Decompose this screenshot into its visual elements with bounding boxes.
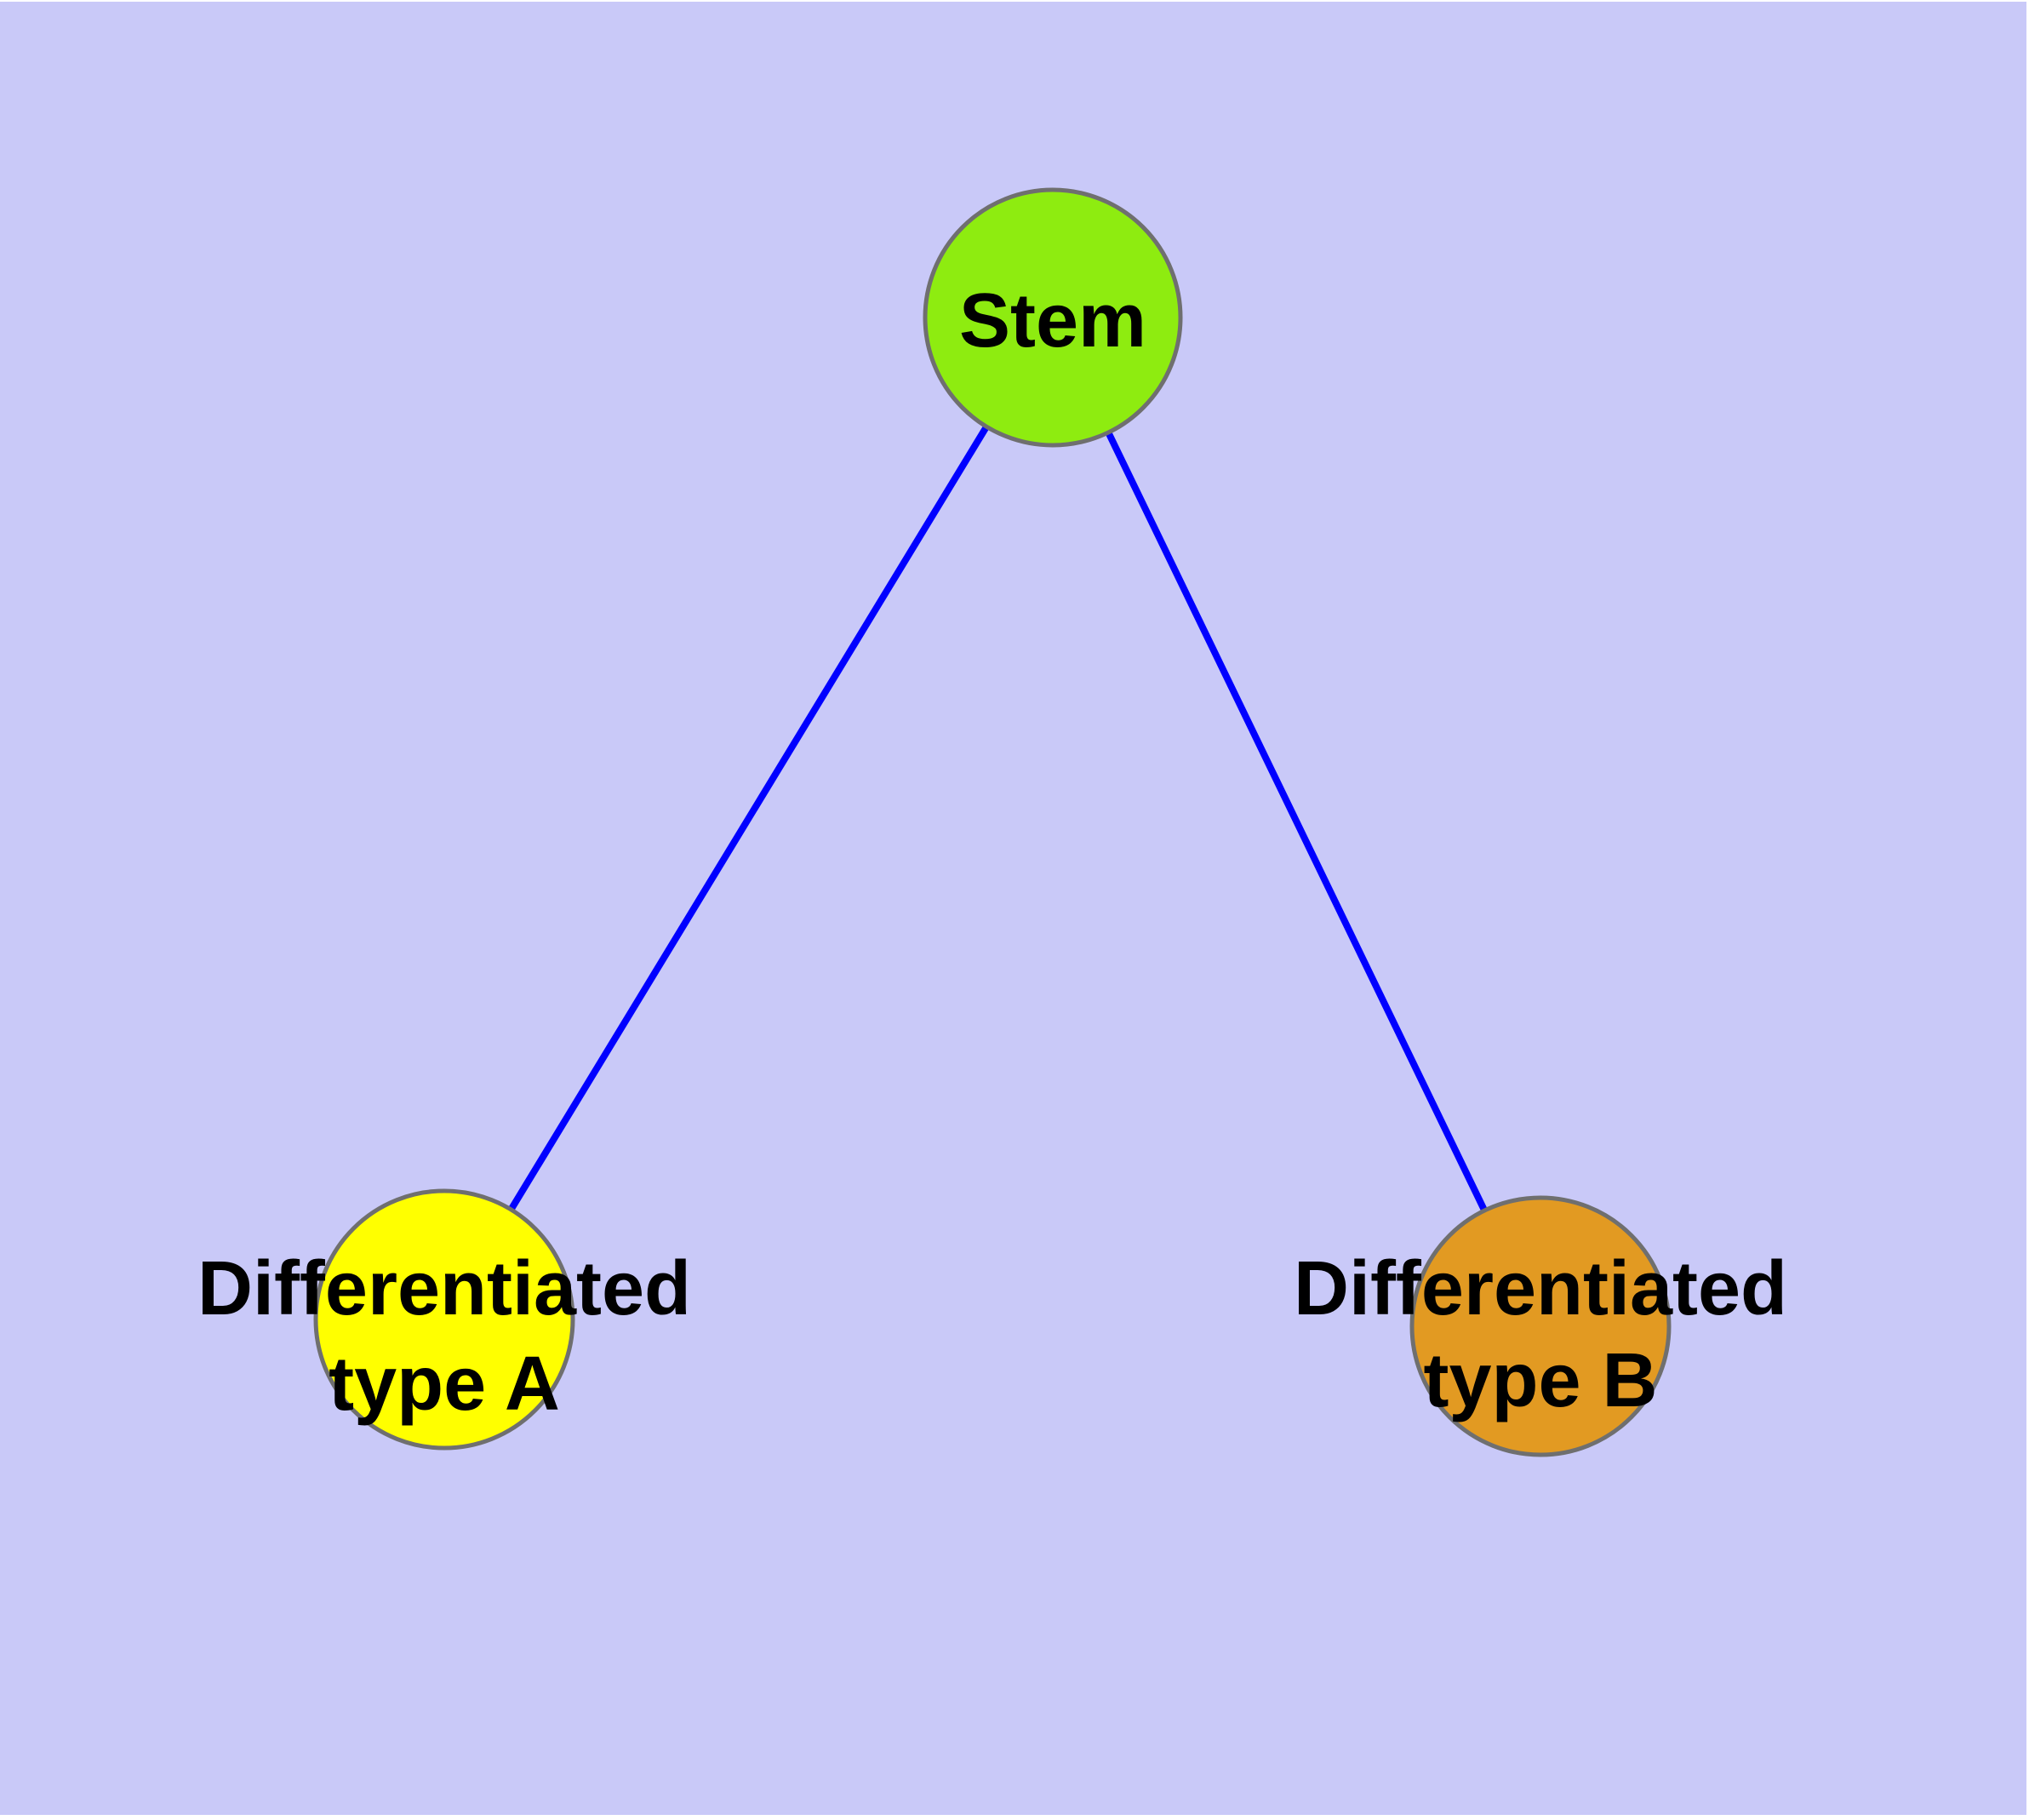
node-differentiated-type-a-label-line1: Differentiated — [197, 1246, 691, 1331]
node-differentiated-type-b-circle — [1409, 1195, 1672, 1457]
node-differentiated-type-a-circle — [313, 1188, 575, 1451]
node-stem-circle — [923, 187, 1183, 448]
node-stem-label: Stem — [959, 278, 1146, 363]
node-differentiated-type-b-label-line2: type B — [1423, 1338, 1657, 1423]
node-stem: Stem — [923, 187, 1183, 448]
node-differentiated-type-a: Differentiated type A — [197, 1188, 691, 1451]
node-differentiated-type-b: Differentiated type B — [1294, 1195, 1787, 1457]
node-differentiated-type-a-label-line2: type A — [329, 1342, 560, 1427]
node-differentiated-type-b-label-line1: Differentiated — [1294, 1246, 1787, 1331]
edge-stem-to-type-a — [441, 315, 1056, 1322]
edge-stem-to-type-b — [1049, 316, 1544, 1328]
